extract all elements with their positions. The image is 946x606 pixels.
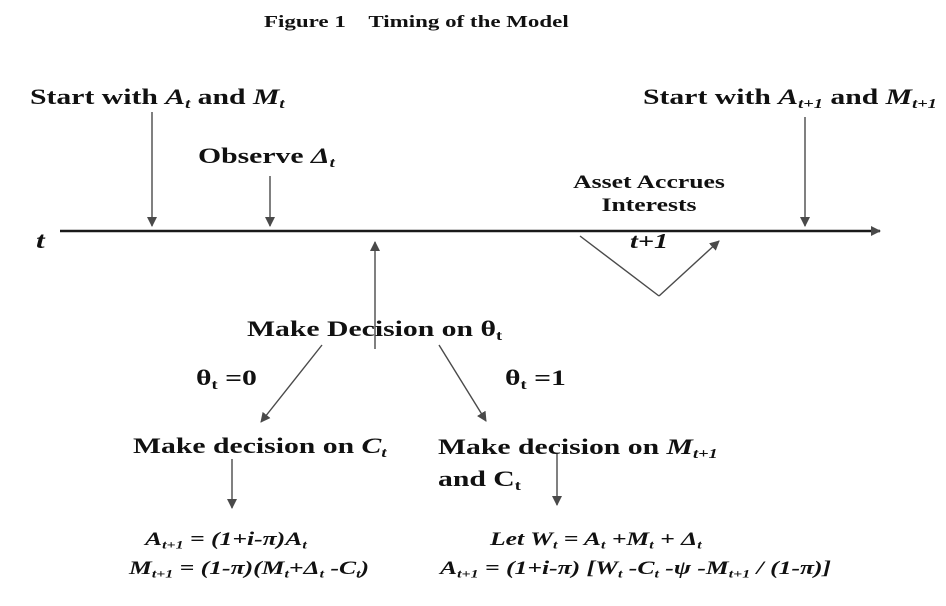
label-make-decision-theta: Make Decision on θt (247, 316, 503, 343)
equation-theta1-wealth: Let Wt = At +Mt + Δt (490, 529, 702, 552)
equation-theta0-money: Mt+1 = (1-π)(Mt+Δt -Ct) (129, 558, 370, 581)
equation-theta0-asset: At+1 = (1+i-π)At (145, 529, 307, 552)
label-asset-accrues-interests: Asset Accrues Interests (573, 172, 725, 216)
equation-theta1-asset: At+1 = (1+i-π) [Wt -Ct -ψ -Mt+1 / (1-π)] (440, 558, 832, 581)
label-theta-equals-1: θt =1 (505, 365, 566, 392)
label-theta-equals-0: θt =0 (196, 365, 257, 392)
arrow-branch-theta1 (438, 344, 487, 422)
figure-title: Figure 1 Timing of the Model (264, 12, 569, 31)
arrow-branch-theta0 (260, 344, 323, 423)
label-time-t-plus-1: t+1 (630, 229, 669, 253)
label-make-decision-mt1-line1: Make decision on Mt+1 (438, 434, 718, 461)
label-start-with-at-mt: Start with At and Mt (30, 84, 285, 111)
label-observe-delta: Observe Δt (198, 143, 335, 170)
label-make-decision-mt1: Make decision on Mt+1 and Ct (438, 434, 718, 498)
label-make-decision-ct: Make decision on Ct (133, 433, 387, 460)
label-make-decision-mt1-line2: and Ct (438, 465, 521, 493)
label-start-with-at1-mt1: Start with At+1 and Mt+1 (643, 84, 937, 111)
label-time-t: t (36, 228, 45, 253)
